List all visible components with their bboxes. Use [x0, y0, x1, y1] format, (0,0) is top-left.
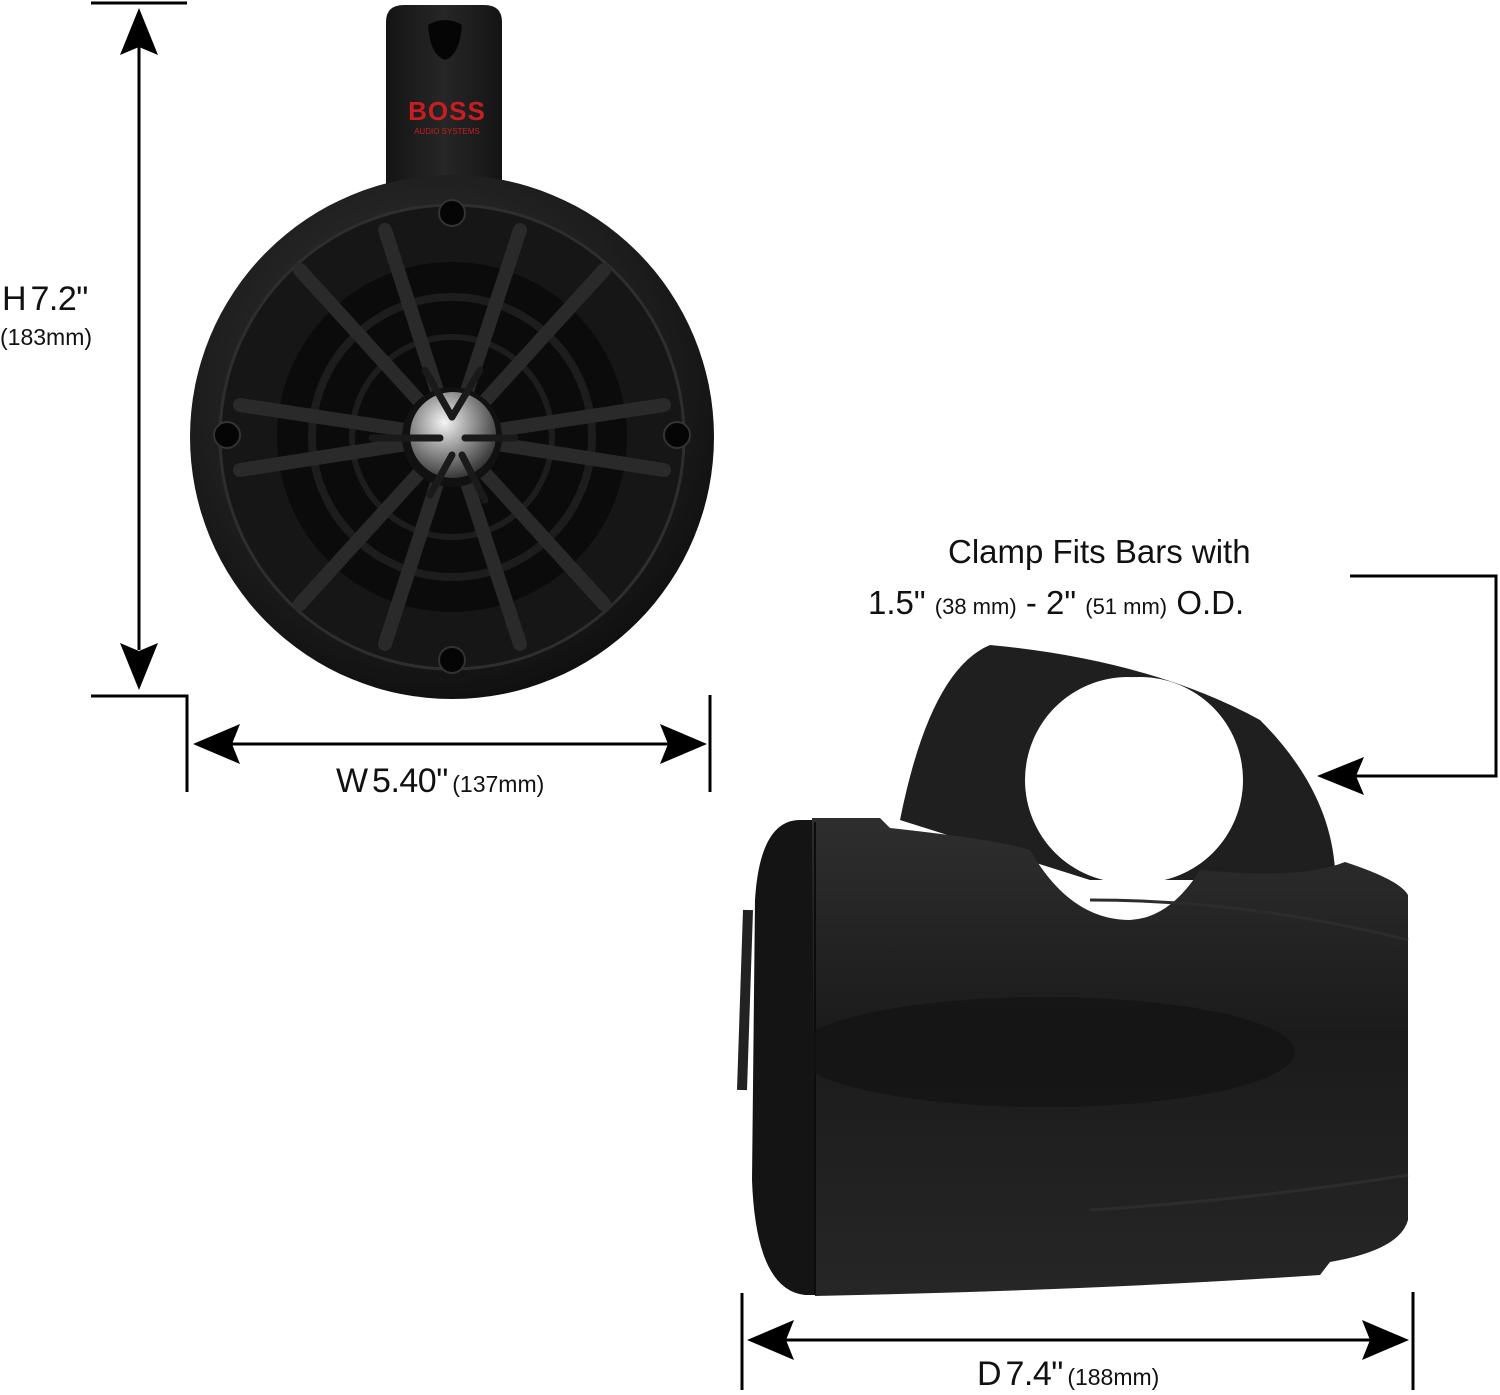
arrow-left-icon [747, 1320, 794, 1360]
depth-prefix: D [977, 1355, 1002, 1393]
clamp-separator: - [1025, 584, 1037, 621]
width-prefix: W [336, 762, 368, 800]
arrow-right-icon [1362, 1320, 1409, 1360]
height-dimension-line [91, 1, 189, 792]
height-label: H 7.2" [2, 280, 88, 319]
depth-label: D 7.4" (188mm) [977, 1355, 1159, 1394]
front-view-speaker: BOSS AUDIO SYSTEMS [190, 5, 714, 699]
depth-dimension-line [740, 1292, 1415, 1390]
clamp-min-in: 1.5" [868, 584, 926, 621]
width-dimension-line [193, 695, 712, 792]
depth-metric: (188mm) [1067, 1364, 1160, 1390]
clamp-callout-range: 1.5" (38 mm) - 2" (51 mm) O.D. [868, 584, 1244, 622]
arrow-up-icon [120, 8, 158, 55]
side-view-speaker [737, 645, 1409, 1296]
depth-value: 7.4" [1005, 1355, 1064, 1393]
audio-systems-text: AUDIO SYSTEMS [414, 127, 480, 136]
arrow-left-icon [193, 724, 240, 764]
clamp-max-in: 2" [1046, 584, 1077, 621]
clamp-suffix: O.D. [1176, 584, 1245, 621]
tweeter-icon [410, 392, 496, 478]
clamp-callout-line [1317, 574, 1498, 795]
boss-logo: BOSS [408, 96, 486, 126]
height-metric: (183mm) [0, 324, 93, 350]
arrow-left-icon [1317, 757, 1364, 795]
height-value: 7.2" [30, 280, 89, 318]
clamp-callout-title: Clamp Fits Bars with [948, 533, 1251, 570]
width-value: 5.40" [372, 762, 448, 800]
clamp-min-mm: (38 mm) [934, 594, 1017, 619]
clamp-max-mm: (51 mm) [1085, 594, 1168, 619]
width-label: W 5.40" (137mm) [336, 762, 544, 801]
arrow-right-icon [660, 724, 707, 764]
arrow-down-icon [120, 643, 158, 690]
width-metric: (137mm) [452, 771, 545, 797]
height-prefix: H [2, 280, 27, 318]
